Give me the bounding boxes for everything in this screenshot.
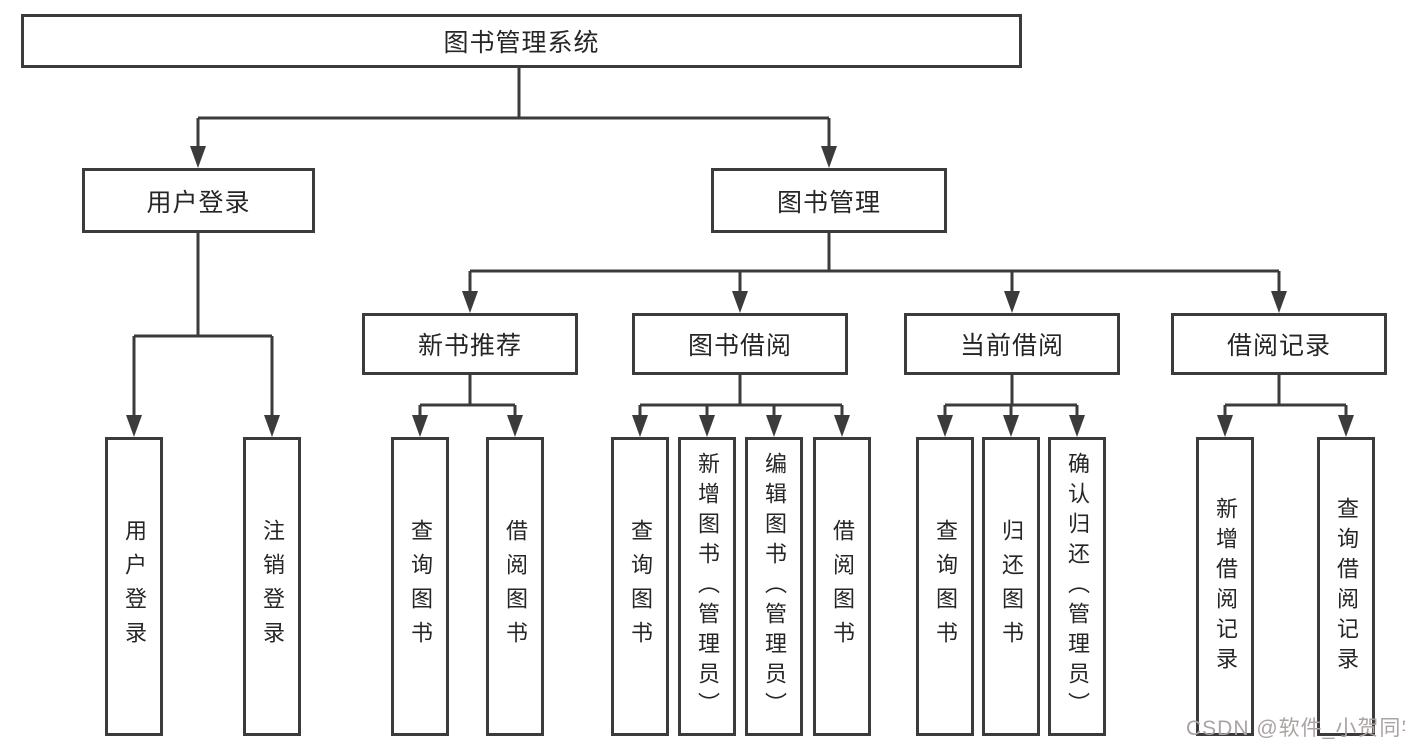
leaf-query-books-3: 查询图书 (916, 437, 974, 736)
leaf-query-books-2: 查询图书 (611, 437, 669, 736)
node-book-management-label: 图书管理 (776, 188, 881, 217)
leaf-query-books-1: 查询图书 (391, 437, 449, 736)
leaf-edit-book-admin: 编辑图书（管理员） (745, 437, 803, 736)
leaf-add-borrow-record: 新增借阅记录 (1196, 437, 1254, 736)
leaf-confirm-return-admin-label: 确认归还（管理员） (1065, 451, 1090, 722)
node-new-book-recommend: 新书推荐 (362, 313, 578, 375)
node-borrow-records-label: 借阅记录 (1226, 332, 1331, 360)
leaf-borrow-books-1: 借阅图书 (486, 437, 544, 736)
leaf-edit-book-admin-label: 编辑图书（管理员） (762, 451, 787, 722)
leaf-add-book-admin: 新增图书（管理员） (678, 437, 736, 736)
node-new-book-recommend-label: 新书推荐 (417, 332, 522, 360)
node-root-label: 图书管理系统 (443, 29, 600, 57)
leaf-add-borrow-record-label: 新增借阅记录 (1213, 496, 1238, 677)
node-current-borrow: 当前借阅 (904, 313, 1120, 375)
leaf-logout: 注销登录 (243, 437, 301, 736)
leaf-query-books-2-label: 查询图书 (628, 518, 653, 655)
csdn-watermark: CSDN @软件_小贺同学 (1186, 717, 1405, 740)
leaf-borrow-books-2-label: 借阅图书 (830, 518, 855, 655)
node-root: 图书管理系统 (21, 14, 1022, 68)
leaf-query-borrow-record-label: 查询借阅记录 (1334, 496, 1359, 677)
leaf-return-books-label: 归还图书 (999, 518, 1024, 655)
leaf-confirm-return-admin: 确认归还（管理员） (1048, 437, 1106, 736)
leaf-query-books-3-label: 查询图书 (933, 518, 958, 655)
leaf-add-book-admin-label: 新增图书（管理员） (695, 451, 720, 722)
node-current-borrow-label: 当前借阅 (959, 332, 1064, 360)
leaf-borrow-books-2: 借阅图书 (813, 437, 871, 736)
tree-edges (132, 68, 1348, 419)
arrowheads (126, 146, 1354, 437)
leaf-logout-label: 注销登录 (260, 518, 285, 655)
node-book-borrow: 图书借阅 (632, 313, 848, 375)
leaf-query-borrow-record: 查询借阅记录 (1317, 437, 1375, 736)
leaf-borrow-books-1-label: 借阅图书 (503, 518, 528, 655)
leaf-return-books: 归还图书 (982, 437, 1040, 736)
leaf-query-books-1-label: 查询图书 (408, 518, 433, 655)
node-user-login: 用户登录 (82, 168, 315, 233)
node-book-borrow-label: 图书借阅 (687, 332, 792, 360)
node-borrow-records: 借阅记录 (1171, 313, 1387, 375)
node-user-login-label: 用户登录 (146, 188, 251, 217)
node-book-management: 图书管理 (711, 168, 947, 233)
leaf-user-login-label: 用户登录 (122, 518, 147, 655)
leaf-user-login: 用户登录 (105, 437, 163, 736)
